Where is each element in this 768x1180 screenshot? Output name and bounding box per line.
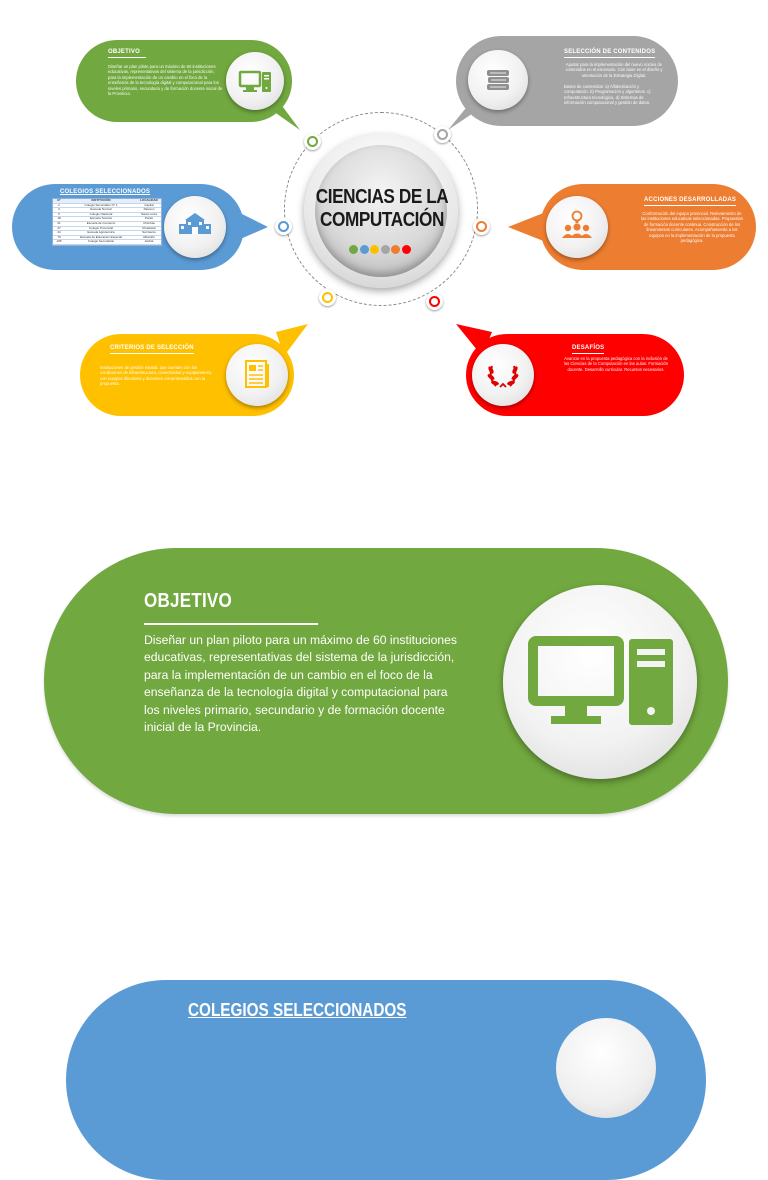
table-cell: Colegio Secundario [87,239,115,244]
ring-desafios [426,293,443,310]
table-cell: Chimbas [143,220,155,225]
objetivo-panel-title: OBJETIVO [144,590,233,612]
table-cell: Capital [144,202,154,207]
table-row: 70 Escuela de Educación Especial Albardón [53,234,161,241]
table-row: 44 Escuela Agrotécnica Sarmiento [53,231,161,236]
table-cell: Albardón [142,234,155,239]
color-dot [349,245,358,254]
table-row: 105 Colegio Secundario Jáchal [53,240,161,245]
mini-table-header-cell: N° [57,198,61,202]
center-title-line1: CIENCIAS DE LA [315,186,449,208]
acciones-tail [508,212,546,242]
objetivo-panel-icon-circle [503,585,697,779]
color-dot [370,245,379,254]
table-cell: Pocito [144,216,154,221]
team-icon [562,210,592,238]
table-cell: 1 [58,202,60,207]
table-cell: Escuela Técnica [90,216,112,221]
desafios-bubble[interactable]: DESAFÍOS Avanzar en la propuesta pedagóg… [466,334,684,416]
criterios-icon-circle [226,344,288,406]
table-cell: Santa Lucía [140,211,157,216]
colegios-bubble-title: COLEGIOS SELECCIONADOS [60,189,151,195]
colegios-icon-circle [164,196,226,258]
desafios-bubble-title: DESAFÍOS [572,345,605,354]
color-dot [380,245,390,254]
center-title: CIENCIAS DE LA COMPUTACIÓN [311,186,452,232]
table-row: 1 Colegio Secundario N° 1 Capital [53,202,161,209]
desafios-icon-circle [472,344,534,406]
acciones-bubble-title: ACCIONES DESARROLLADAS [644,197,737,206]
table-row: 27 Colegio Provincial Rivadavia [53,225,161,232]
desafios-bubble-text: Avanzar en la propuesta pedagógica con l… [563,356,669,372]
center-circle-inner [315,145,447,277]
table-row: 3 Escuela Normal Rawson [53,208,161,213]
objetivo-bubble-text: Diseñar un plan piloto para un máximo de… [108,64,223,97]
document-icon [245,360,269,388]
acciones-bubble-text: Conformación del equipo provincial. Rele… [641,211,743,244]
acciones-bubble[interactable]: ACCIONES DESARROLLADAS Conformación del … [540,184,756,270]
objetivo-bubble-title: OBJETIVO [108,49,146,58]
color-dot [401,245,411,254]
objetivo-bubble[interactable]: OBJETIVO Diseñar un plan piloto para un … [76,40,292,122]
seleccion-bubble[interactable]: SELECCIÓN DE CONTENIDOS Ajustar para la … [456,36,678,126]
ring-acciones [473,218,490,235]
computer-icon [528,636,673,725]
table-cell: 21 [57,220,61,225]
table-cell: Escuela de Comercio [86,220,116,225]
ring-objetivo [304,133,321,150]
laurel-icon [487,365,519,388]
objetivo-panel-text: Diseñar un plan piloto para un máximo de… [144,633,457,735]
table-cell: Sarmiento [142,230,156,235]
books-icon [487,70,509,90]
mini-table-header-cell: LOCALIDAD [140,198,158,202]
color-dot [391,245,400,254]
table-cell: Escuela de Educación Especial [80,234,122,239]
table-row: 6 Colegio Nacional Santa Lucía [53,211,161,218]
ring-criterios [319,289,336,306]
table-cell: Colegio Secundario N° 1 [84,202,118,207]
center-title-line2: COMPUTACIÓN [320,209,444,231]
table-cell: 3 [58,207,60,212]
ring-colegios [275,218,292,235]
criterios-bubble-text: Instituciones de gestión estatal, que cu… [100,365,213,387]
table-cell: Colegio Nacional [89,211,113,216]
seleccion-bubble-title: SELECCIÓN DE CONTENIDOS [564,49,656,58]
criterios-bubble[interactable]: CRITERIOS DE SELECCIÓN Instituciones de … [80,334,294,416]
table-row: 18 Escuela Técnica Pocito [53,217,161,222]
colegios-tail [238,212,268,240]
table-cell: Jáchal [144,239,154,244]
table-cell: 44 [57,230,61,235]
table-cell: 70 [57,234,61,239]
table-cell: Rawson [143,207,155,212]
objetivo-icon-circle [226,52,284,110]
colegios-panel-icon-circle [556,1018,656,1118]
table-cell: Colegio Provincial [88,225,113,230]
seleccion-bubble-text: Ajustar para la implementación del nuevo… [565,62,663,78]
table-cell: Rivadavia [142,225,156,230]
color-dot [359,245,369,254]
orbit-dashed-circle [284,112,478,306]
seleccion-bubble-text2: Bases de contenidos: a) Alfabetización y… [564,84,651,106]
mini-table-header-cell: INSTITUCIÓN [91,198,111,202]
criterios-bubble-title: CRITERIOS DE SELECCIÓN [110,345,194,354]
table-cell: 6 [58,211,60,216]
table-cell: Escuela Normal [90,207,112,212]
acciones-icon-circle [546,196,608,258]
colegios-panel-title: COLEGIOS SELECCIONADOS [188,1000,407,1020]
ring-seleccion [434,126,451,143]
table-cell: 18 [57,216,61,221]
mini-table-header: N° INSTITUCIÓN LOCALIDAD [53,198,161,204]
table-cell: 105 [56,239,62,244]
seleccion-icon-circle [468,50,528,110]
table-row: 21 Escuela de Comercio Chimbas [53,220,161,227]
objetivo-panel-underline [144,623,318,625]
table-cell: Escuela Agrotécnica [87,230,115,235]
school-icon [179,213,211,234]
computer-icon [238,70,271,92]
table-cell: 27 [57,225,61,230]
